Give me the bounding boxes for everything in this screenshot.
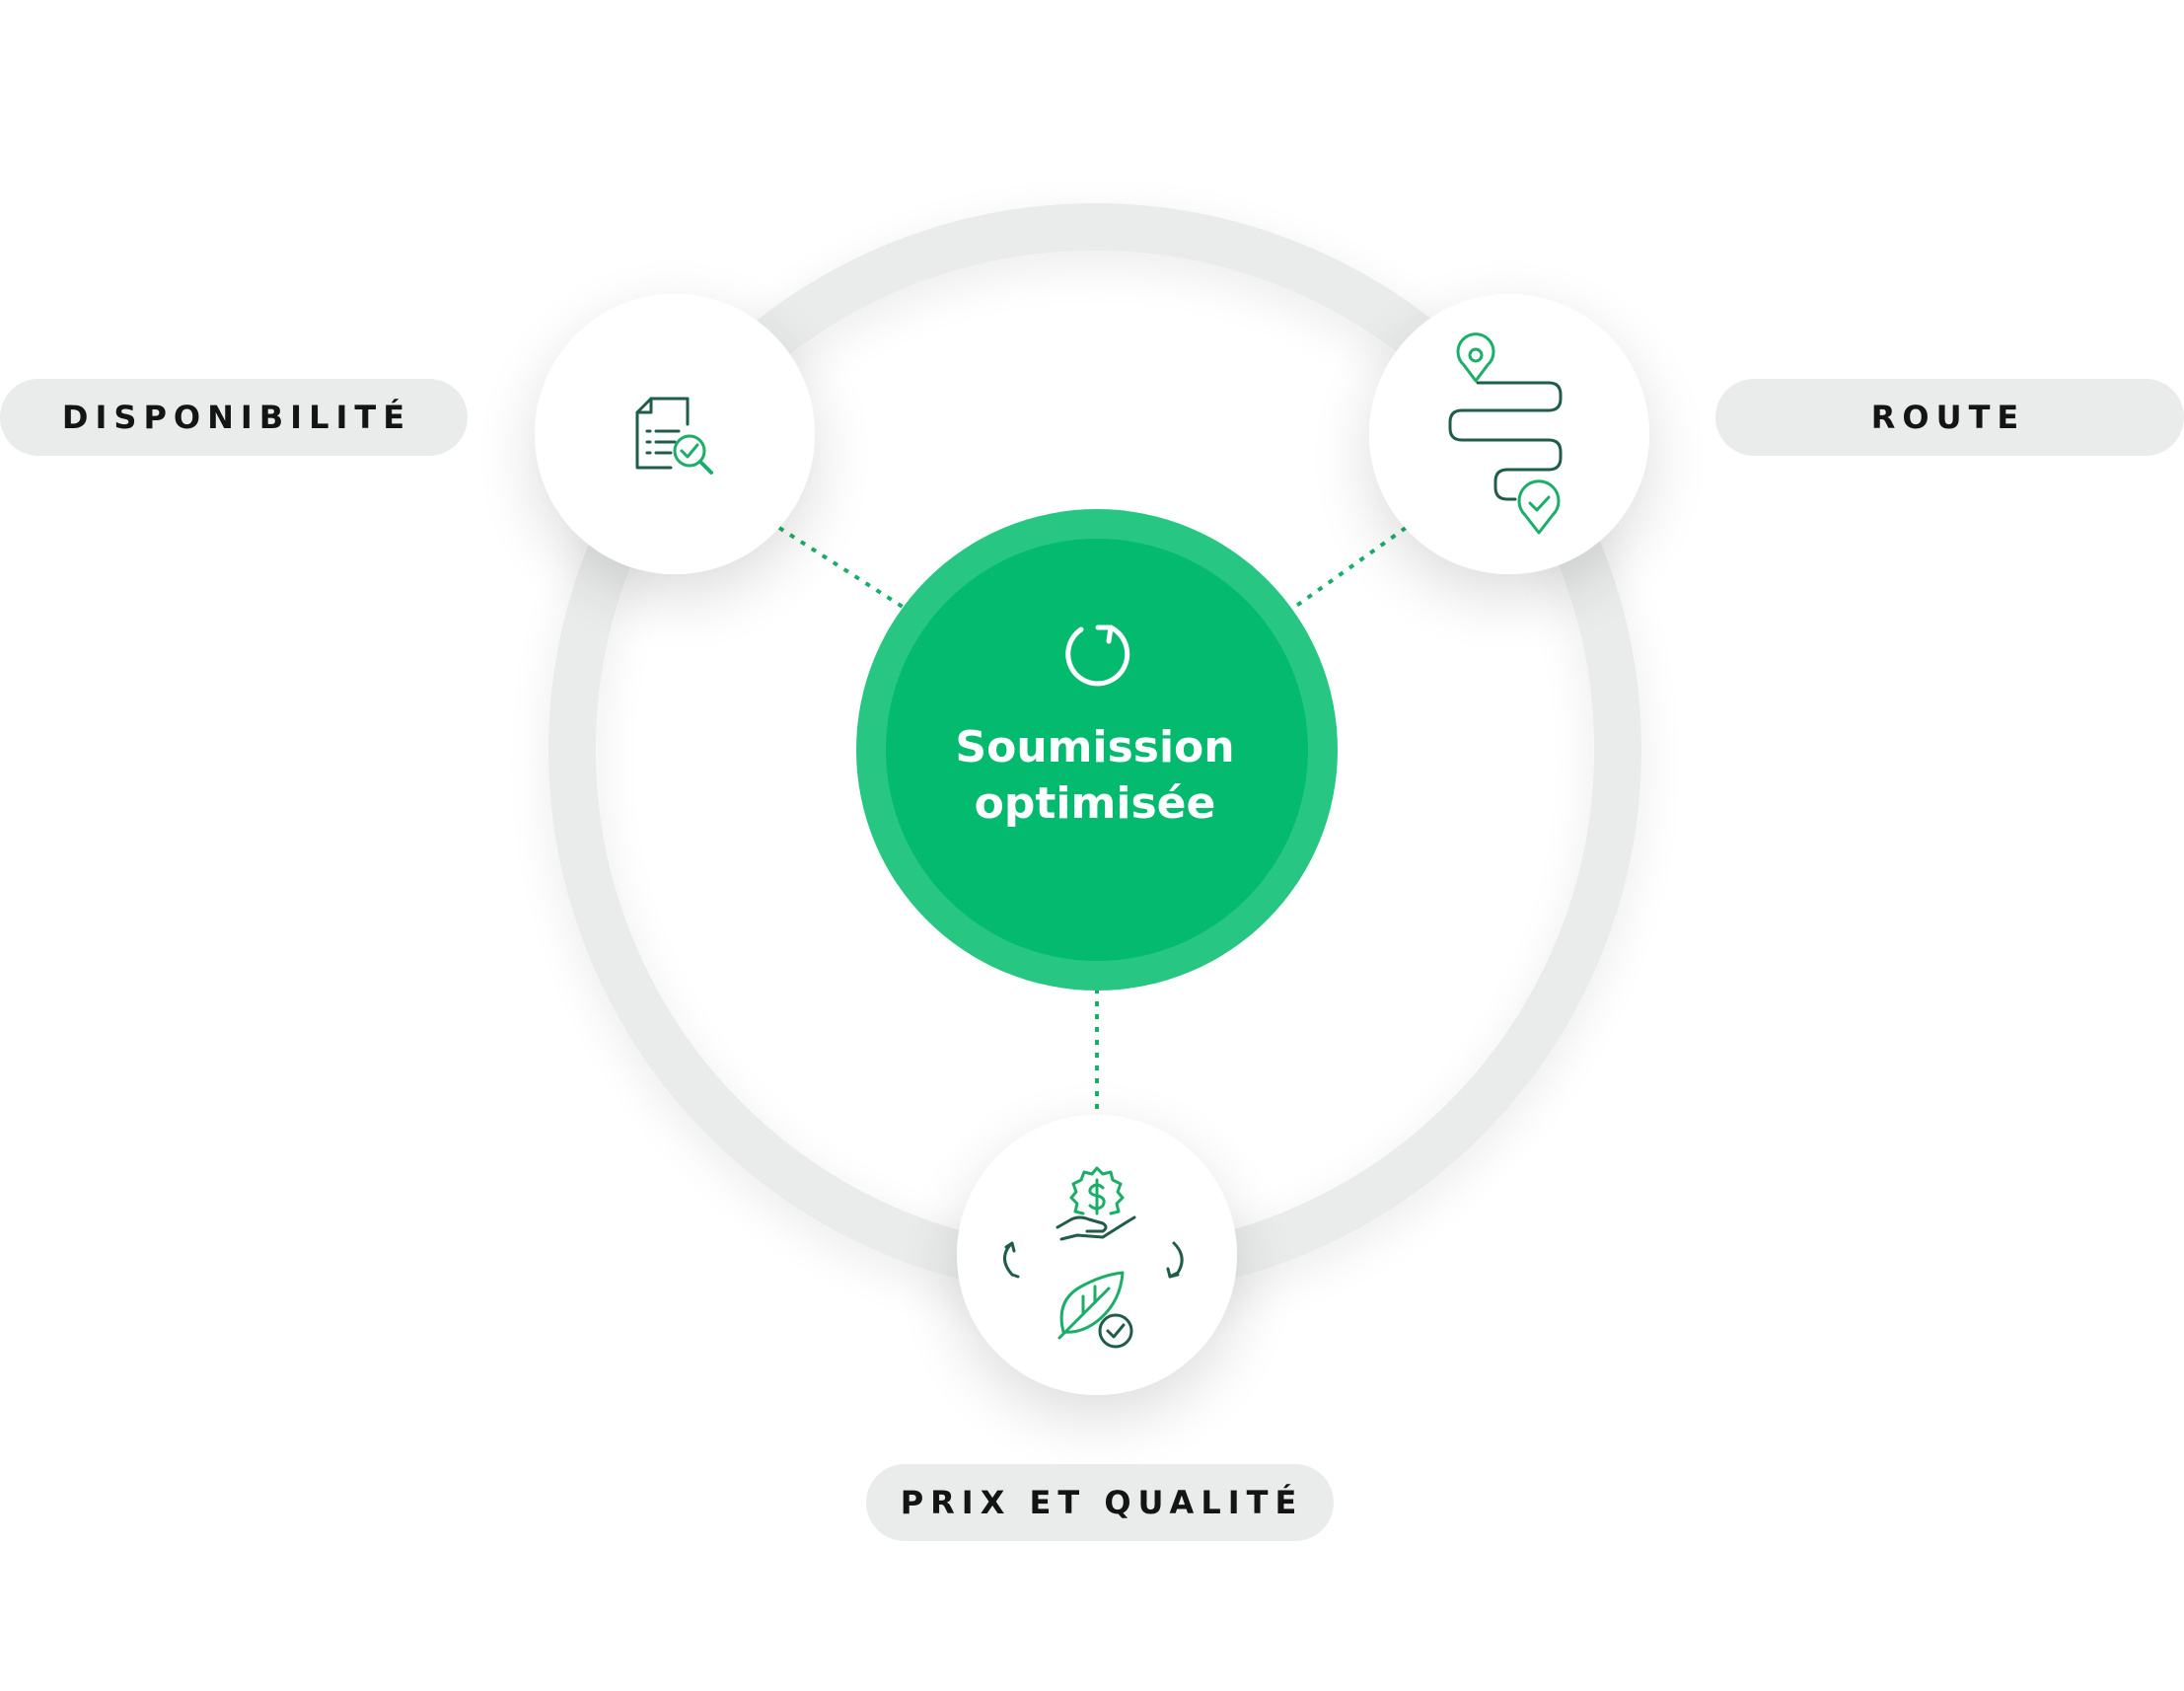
center-inner-disc [886,539,1308,961]
node-circle-route [1369,294,1649,574]
node-prix-qualite [957,1115,1237,1395]
pill-route: ROUTE [1715,379,2184,456]
node-circle-disponibilite [535,294,815,574]
center-title-line1: Soumission [955,722,1234,772]
node-route [1369,294,1649,574]
center-title-line2: optimisée [975,778,1216,829]
price-quality-cycle-icon [1003,1166,1184,1349]
pill-label-disponibilite: DISPONIBILITÉ [62,399,411,436]
pill-label-prix-qualite: PRIX ET QUALITÉ [901,1484,1304,1521]
connector-route [1290,526,1408,611]
node-disponibilite [535,294,815,574]
pill-label-route: ROUTE [1871,399,2026,436]
document-search-check-icon [635,397,713,475]
center-node: Soumission optimisée [856,509,1338,991]
route-path-icon [1448,332,1563,535]
pill-disponibilite: DISPONIBILITÉ [0,379,468,456]
pill-prix-qualite: PRIX ET QUALITÉ [866,1464,1334,1541]
refresh-icon [1065,625,1130,687]
connector-disponibilite [777,526,905,609]
node-circle-prix-qualite [957,1115,1237,1395]
